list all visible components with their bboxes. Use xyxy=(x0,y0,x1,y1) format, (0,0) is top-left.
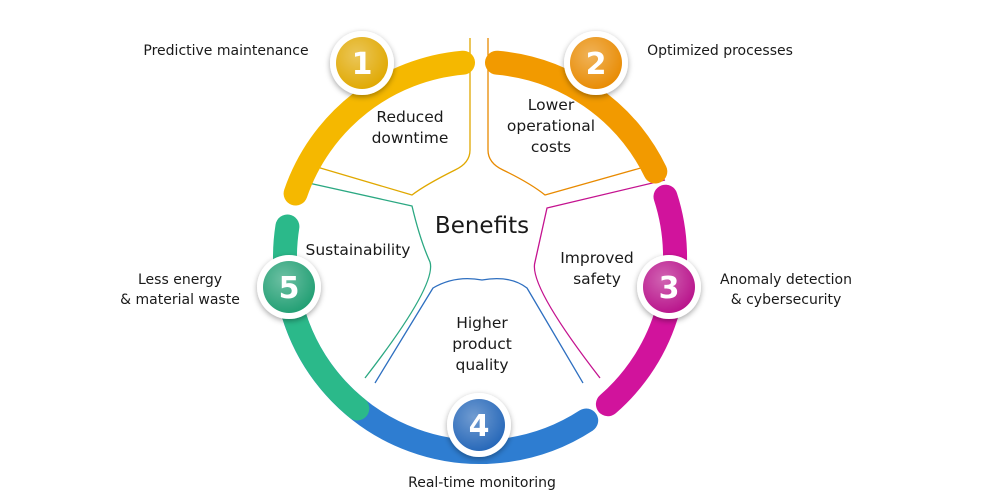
ring-arc-5 xyxy=(273,214,370,421)
number-badges: 1 2 3 4 5 xyxy=(257,31,701,457)
badge-number: 4 xyxy=(469,409,490,444)
number-badge-5: 5 xyxy=(257,255,321,319)
segment-title-1: Predictive maintenance xyxy=(143,43,308,59)
badge-number: 5 xyxy=(279,271,300,306)
segment-title-4: Real-time monitoring xyxy=(408,475,556,491)
divider-line-5 xyxy=(294,179,432,379)
divider-line-1 xyxy=(299,38,471,196)
benefit-text-1: downtime xyxy=(372,129,449,147)
badge-shine xyxy=(570,37,622,89)
divider-line-4 xyxy=(374,277,584,384)
segment-title-5: Less energy xyxy=(138,272,222,288)
badge-shine xyxy=(643,261,695,313)
benefit-text-3: safety xyxy=(573,270,621,288)
center-label: Benefits xyxy=(435,213,529,239)
segment-title-3: & cybersecurity xyxy=(731,292,842,308)
benefit-text-2: Lower xyxy=(528,96,575,114)
badge-shine xyxy=(453,399,505,451)
badge-shine xyxy=(263,261,315,313)
segment-title-5: & material waste xyxy=(120,292,240,308)
badge-shine xyxy=(336,37,388,89)
badge-number: 3 xyxy=(659,271,680,306)
benefit-text-4: quality xyxy=(455,356,508,374)
segment-texts: Reduced downtime Predictive maintenanceLow… xyxy=(120,43,852,491)
number-badge-1: 1 xyxy=(330,31,394,95)
benefit-text-4: Higher xyxy=(456,314,508,332)
divider-lines xyxy=(294,38,666,384)
benefit-text-5: Sustainability xyxy=(306,241,411,259)
segment-title-3: Anomaly detection xyxy=(720,272,852,288)
benefit-text-1: Reduced xyxy=(376,108,443,126)
number-badge-2: 2 xyxy=(564,31,628,95)
ring-arc-1 xyxy=(283,50,475,206)
ring-arc-2 xyxy=(485,50,668,184)
badge-number: 2 xyxy=(586,47,607,82)
divider-line-2 xyxy=(487,38,663,196)
badge-number: 1 xyxy=(352,47,373,82)
number-badge-3: 3 xyxy=(637,255,701,319)
outer-ring xyxy=(273,50,687,464)
segment-title-2: Optimized processes xyxy=(647,43,793,59)
benefit-text-4: product xyxy=(452,335,512,353)
benefit-text-2: costs xyxy=(531,138,571,156)
divider-line-3 xyxy=(533,179,666,379)
benefit-text-3: Improved xyxy=(560,249,634,267)
benefit-text-2: operational xyxy=(507,117,595,135)
center-label-group: Benefits xyxy=(435,213,529,239)
number-badge-4: 4 xyxy=(447,393,511,457)
